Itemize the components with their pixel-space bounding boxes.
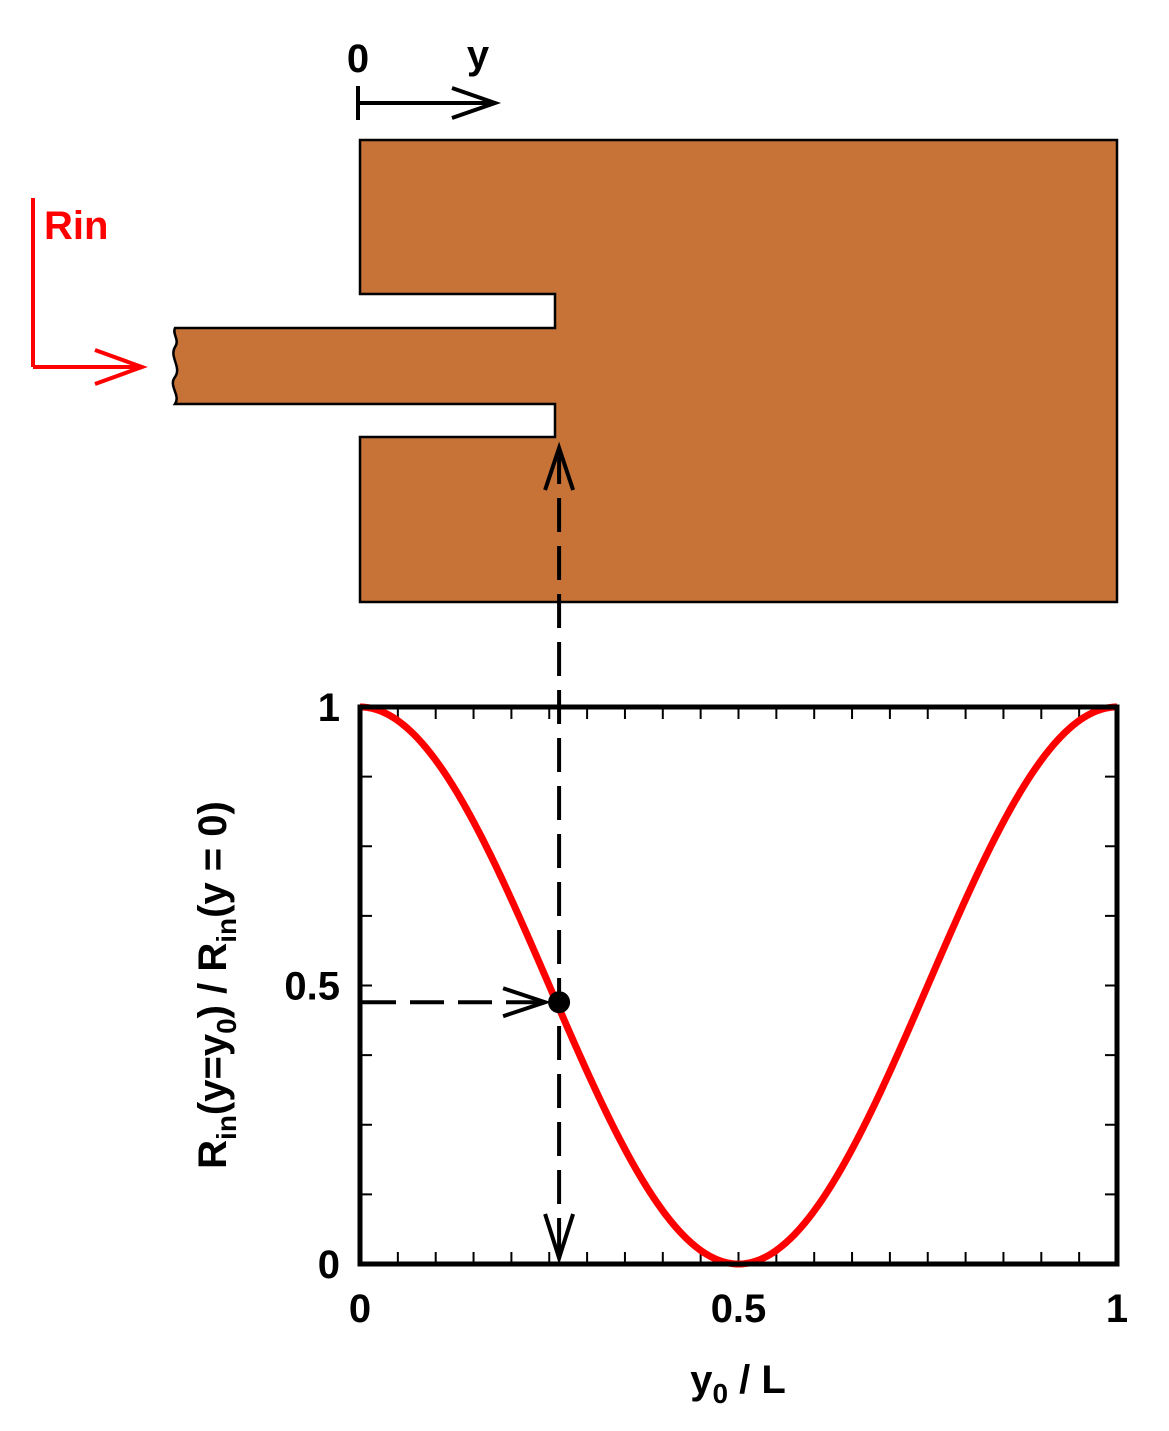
y-tick-label: 1 bbox=[318, 686, 340, 730]
x-axis-label: y0 / L bbox=[690, 1358, 786, 1409]
guide-arrowhead-down bbox=[543, 1213, 575, 1265]
tick-labels: 0 0.5 1 0 0.5 1 bbox=[284, 686, 1128, 1331]
y-direction-arrow bbox=[358, 86, 502, 120]
minor-ticks bbox=[360, 707, 1117, 1264]
chart: 0 0.5 1 0 0.5 1 y0 / L Rin(y=y0) / Rin(y = 0) bbox=[191, 441, 1128, 1409]
guide-arrowhead-up bbox=[543, 441, 575, 491]
origin-label: 0 bbox=[347, 37, 369, 81]
patch-antenna bbox=[171, 138, 1119, 604]
y-direction-label: y bbox=[467, 33, 490, 77]
x-tick-label: 0 bbox=[349, 1287, 371, 1331]
y-tick-label: 0 bbox=[318, 1243, 340, 1287]
svg-text:y0 / L: y0 / L bbox=[690, 1358, 786, 1409]
feed-position-guides bbox=[362, 441, 575, 1265]
plot-frame bbox=[357, 704, 1120, 1267]
patch-diagram: 0 y Rin bbox=[31, 33, 1119, 604]
input-resistance-label: Rin bbox=[44, 204, 108, 248]
x-tick-label: 0.5 bbox=[711, 1287, 767, 1331]
series-curve bbox=[359, 703, 1118, 1268]
svg-text:Rin(y=y0) / Rin(y = 0): Rin(y=y0) / Rin(y = 0) bbox=[191, 801, 242, 1169]
feed-point-marker bbox=[548, 991, 571, 1014]
input-arrow bbox=[31, 198, 148, 386]
guide-arrowhead-right bbox=[502, 986, 552, 1019]
x-tick-label: 1 bbox=[1106, 1287, 1128, 1331]
y-axis-label: Rin(y=y0) / Rin(y = 0) bbox=[191, 801, 242, 1169]
y-tick-label: 0.5 bbox=[284, 965, 340, 1009]
